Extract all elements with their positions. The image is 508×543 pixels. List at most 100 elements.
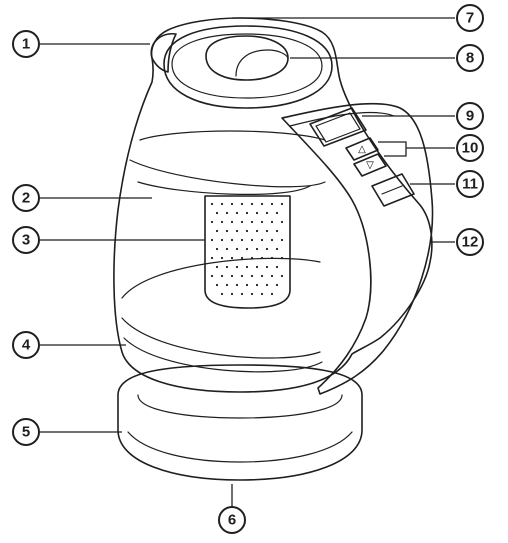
infuser-hole [245,283,249,287]
infuser-hole [270,238,274,242]
leader-lines [40,17,455,508]
callout-8: 8 [456,44,484,72]
infuser-hole [255,211,259,215]
infuser-hole [275,211,279,215]
infuser-hole [210,256,214,260]
svg-text:11: 11 [462,176,478,193]
power-base [117,364,363,481]
infuser-hole [280,274,284,278]
svg-text:1: 1 [22,36,30,53]
infuser-hole [260,292,264,296]
lid [163,25,333,109]
infuser-hole [240,202,244,206]
down-arrow-icon: ▽ [366,160,374,171]
infuser-hole [275,229,279,233]
infuser-hole [265,247,269,251]
infuser-hole [240,274,244,278]
infuser-hole [270,274,274,278]
infuser-hole [235,283,239,287]
temperature-up-button[interactable]: △ [345,137,379,161]
callout-12: 12 [456,228,484,256]
svg-text:7: 7 [466,10,474,27]
callout-11: 11 [456,170,484,198]
infuser-hole [250,202,254,206]
infuser-hole [270,220,274,224]
infuser-hole [230,238,234,242]
control-panel: △ ▽ [309,107,415,207]
callout-10: 10 [456,134,484,162]
infuser-hole [240,256,244,260]
svg-text:12: 12 [462,234,479,251]
infuser-hole [260,274,264,278]
infuser-hole [215,283,219,287]
infuser-hole [270,292,274,296]
infuser-hole [215,265,219,269]
infuser-hole [225,229,229,233]
infuser-hole [260,220,264,224]
callout-4: 4 [12,331,40,359]
infuser-hole [225,247,229,251]
infuser-hole [265,211,269,215]
infuser-hole [245,265,249,269]
infuser-hole [280,202,284,206]
temperature-down-button[interactable]: ▽ [353,153,387,177]
infuser-hole [255,265,259,269]
infuser-hole [255,247,259,251]
infuser-hole [220,220,224,224]
infuser-hole [245,247,249,251]
infuser-hole [230,292,234,296]
infuser-hole [230,256,234,260]
callout-9: 9 [456,102,484,130]
infuser-hole [220,202,224,206]
infuser-hole [230,220,234,224]
power-button[interactable] [371,173,415,207]
infuser-hole [235,229,239,233]
spout [150,33,177,73]
lid-release-button[interactable] [205,35,289,81]
infuser-hole [260,202,264,206]
callout-6: 6 [218,506,246,534]
infuser-hole [235,211,239,215]
temperature-display [309,107,367,147]
infuser-hole [210,202,214,206]
svg-text:10: 10 [462,140,479,157]
infuser-hole [250,256,254,260]
callout-1: 1 [12,30,40,58]
infuser-hole [275,247,279,251]
leader-10 [378,141,455,157]
infuser-hole [270,256,274,260]
svg-text:6: 6 [228,512,236,529]
infuser-hole [265,229,269,233]
infuser-perforations [210,202,284,296]
infuser-hole [245,229,249,233]
infuser-hole [250,274,254,278]
infuser-hole [260,238,264,242]
callout-3: 3 [12,226,40,254]
infuser-hole [230,202,234,206]
svg-text:5: 5 [22,424,30,441]
infuser-hole [250,292,254,296]
infuser-hole [220,292,224,296]
svg-text:8: 8 [466,50,474,67]
callout-2: 2 [12,184,40,212]
infuser-hole [270,202,274,206]
infuser-hole [215,247,219,251]
infuser-hole [255,229,259,233]
svg-text:2: 2 [22,190,30,207]
infuser-hole [280,220,284,224]
infuser-hole [220,256,224,260]
infuser-hole [225,283,229,287]
infuser-hole [280,238,284,242]
svg-text:3: 3 [22,232,30,249]
infuser-hole [250,220,254,224]
infuser-hole [215,229,219,233]
infuser-hole [225,265,229,269]
infuser-hole [275,283,279,287]
infuser-hole [240,220,244,224]
kettle-body [113,17,433,393]
handle[interactable] [281,102,434,395]
infuser-hole [280,256,284,260]
infuser-hole [230,274,234,278]
infuser-hole [250,238,254,242]
